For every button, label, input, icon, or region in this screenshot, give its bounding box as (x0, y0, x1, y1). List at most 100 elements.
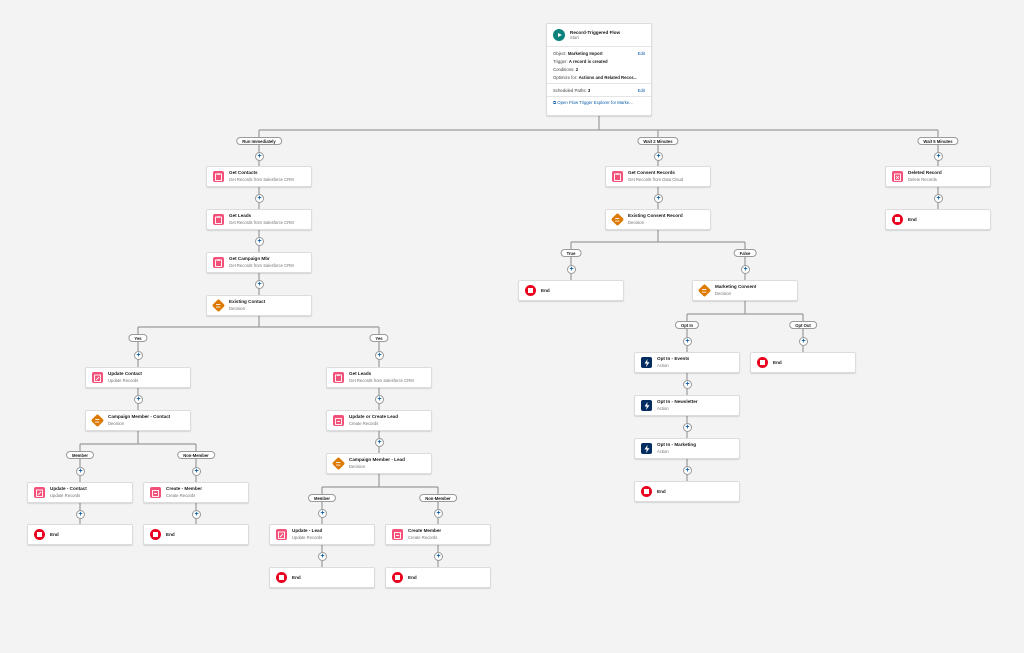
add-element-button[interactable]: + (683, 380, 692, 389)
add-element-button[interactable]: + (654, 151, 663, 161)
stop-icon (525, 285, 536, 296)
add-element-button[interactable]: + (434, 552, 443, 561)
stop-icon (757, 357, 768, 368)
add-element-button[interactable]: + (76, 466, 85, 476)
end-node[interactable]: End (143, 524, 249, 545)
element-type: Get Records from Salesforce CRM (229, 263, 294, 268)
element-title: End (908, 216, 917, 222)
path-label-optout[interactable]: Opt Out (789, 321, 817, 329)
add-element-button[interactable]: + (683, 336, 692, 346)
element-title: End (773, 359, 782, 365)
flow-trigger-explorer-link[interactable]: ⧉ Open Flow Trigger Explorer for Marke..… (553, 100, 633, 105)
diamond-icon (211, 298, 226, 313)
add-element-button[interactable]: + (934, 151, 943, 161)
add-element-button[interactable]: + (134, 350, 143, 360)
stop-icon (892, 214, 903, 225)
add-element-button[interactable]: + (255, 151, 264, 161)
element-title: Deleted Record (908, 170, 942, 175)
edit-icon (34, 487, 45, 498)
end-node[interactable]: End (27, 524, 133, 545)
end-node[interactable]: End (750, 352, 856, 373)
add-element-button[interactable]: + (934, 194, 943, 203)
add-element-button[interactable]: + (318, 509, 327, 518)
start-title: Record-Triggered Flow (570, 30, 621, 35)
end-node[interactable]: End (518, 280, 624, 301)
path-label-run_immediately[interactable]: Run Immediately (236, 137, 282, 145)
path-label-nonmember2[interactable]: Non-Member (419, 494, 457, 502)
path-label-wait5[interactable]: Wait 5 Minutes (917, 137, 959, 145)
add-element-button[interactable]: + (654, 194, 663, 203)
play-icon (553, 29, 565, 41)
element-title: End (166, 531, 175, 537)
add-element-button[interactable]: + (76, 509, 85, 519)
add-element-button[interactable]: + (683, 466, 692, 475)
path-label-yes1[interactable]: Yes (128, 334, 148, 342)
end-node[interactable]: End (385, 567, 491, 588)
end-node[interactable]: End (634, 481, 740, 502)
add-element-button[interactable]: + (318, 552, 327, 561)
path-label-true[interactable]: True (560, 249, 582, 257)
end-node[interactable]: End (269, 567, 375, 588)
add-element-button[interactable]: + (192, 509, 201, 519)
element-title: Get Contacts (229, 170, 258, 175)
element-type: Decision (108, 421, 125, 426)
element-type: Create Records (408, 535, 438, 540)
path-label-yes2[interactable]: Yes (369, 334, 389, 342)
add-element-button[interactable]: + (255, 194, 264, 203)
path-label-wait2[interactable]: Wait 2 Minutes (637, 137, 679, 145)
path-label-nonmember1[interactable]: Non-Member (177, 451, 215, 459)
add-element-button[interactable]: + (375, 438, 384, 447)
add-element-button[interactable]: + (375, 395, 384, 404)
element-type: Delete Records (908, 177, 937, 182)
add-element-button[interactable]: + (683, 423, 692, 432)
add-element-button[interactable]: + (434, 509, 443, 518)
edit-scheduled-paths-button[interactable]: Edit (637, 87, 645, 93)
path-label-member1[interactable]: Member (65, 451, 95, 459)
add-element-button[interactable]: + (567, 264, 576, 274)
add-element-button[interactable]: + (192, 466, 201, 476)
stop-icon (276, 572, 287, 583)
element-type: Action (657, 363, 669, 368)
element-title: End (657, 488, 666, 494)
element-title: Get Leads (349, 371, 372, 376)
add-element-button[interactable]: + (134, 395, 143, 404)
diamond-icon (331, 456, 346, 471)
end-node[interactable]: End (885, 209, 991, 230)
element-title: Update - Contact (50, 486, 87, 491)
add-element-button[interactable]: + (255, 280, 264, 289)
add-element-button[interactable]: + (255, 237, 264, 246)
edit-trigger-button[interactable]: Edit (637, 50, 645, 56)
element-title: Get Consent Records (628, 170, 675, 175)
path-label-false[interactable]: False (733, 249, 757, 257)
add-element-button[interactable]: + (741, 264, 750, 274)
path-label-member2[interactable]: Member (307, 494, 337, 502)
stop-icon (150, 529, 161, 540)
clipboard-icon (333, 372, 344, 383)
add-element-button[interactable]: + (375, 350, 384, 360)
add-element-button[interactable]: + (799, 336, 808, 346)
path-label-optin[interactable]: Opt In (674, 321, 700, 329)
scheduled-paths-value: 3 (587, 87, 591, 93)
